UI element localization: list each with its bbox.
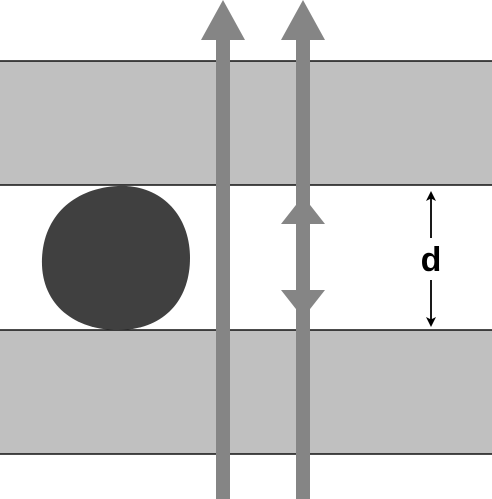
beam-left xyxy=(201,0,245,499)
gap-dimension: d xyxy=(421,191,442,327)
triangle-up-icon xyxy=(281,0,325,40)
beam-right-shaft xyxy=(296,34,310,499)
triangle-up-icon xyxy=(201,0,245,40)
triangle-down-icon xyxy=(281,290,325,318)
bottom-layer xyxy=(0,329,492,455)
top-layer xyxy=(0,60,492,186)
gap-label: d xyxy=(421,241,442,279)
beam-left-shaft xyxy=(216,34,230,499)
triangle-up-icon xyxy=(281,196,325,224)
particle xyxy=(41,185,190,330)
beam-right xyxy=(281,0,325,499)
